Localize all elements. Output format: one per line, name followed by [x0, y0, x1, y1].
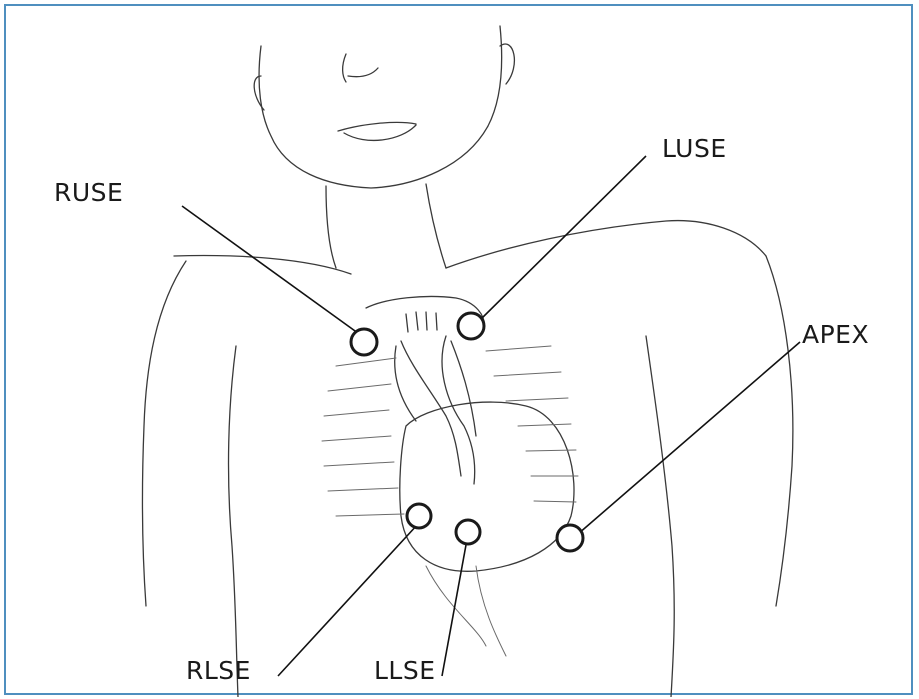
luse-site-marker: [458, 313, 484, 339]
right-arm: [142, 261, 186, 606]
left-ribs: [486, 346, 578, 502]
heart-outline: [400, 402, 574, 571]
aorta: [401, 341, 461, 476]
left-torso: [646, 336, 674, 697]
rlse-label: RLSE: [186, 656, 251, 685]
vessel-shading: [395, 341, 476, 436]
apex-label: APEX: [802, 320, 869, 349]
ruse-label: RUSE: [54, 178, 123, 207]
trachea-rings: [406, 312, 437, 332]
llse-site-marker: [456, 520, 480, 544]
figure-frame: RUSE LUSE APEX RLSE LLSE: [4, 4, 913, 695]
right-torso: [229, 346, 238, 697]
rlse-site-marker: [407, 504, 431, 528]
luse-label: LUSE: [662, 134, 727, 163]
abdomen-lines: [426, 566, 506, 656]
face-outline: [259, 26, 502, 188]
apex-leader-line: [578, 342, 800, 534]
left-arm: [766, 256, 793, 606]
right-ribs: [322, 358, 404, 516]
neck-left: [426, 184, 446, 268]
apex-site-marker: [557, 525, 583, 551]
left-shoulder: [446, 221, 766, 268]
rlse-leader-line: [278, 524, 418, 676]
luse-leader-line: [478, 156, 646, 322]
ruse-leader-line: [182, 206, 362, 336]
nose: [343, 54, 378, 82]
llse-label: LLSE: [374, 656, 436, 685]
ruse-site-marker: [351, 329, 377, 355]
neck-right: [326, 186, 336, 268]
chest-sketch: [6, 6, 915, 697]
llse-leader-line: [442, 534, 468, 676]
mouth: [338, 122, 416, 140]
